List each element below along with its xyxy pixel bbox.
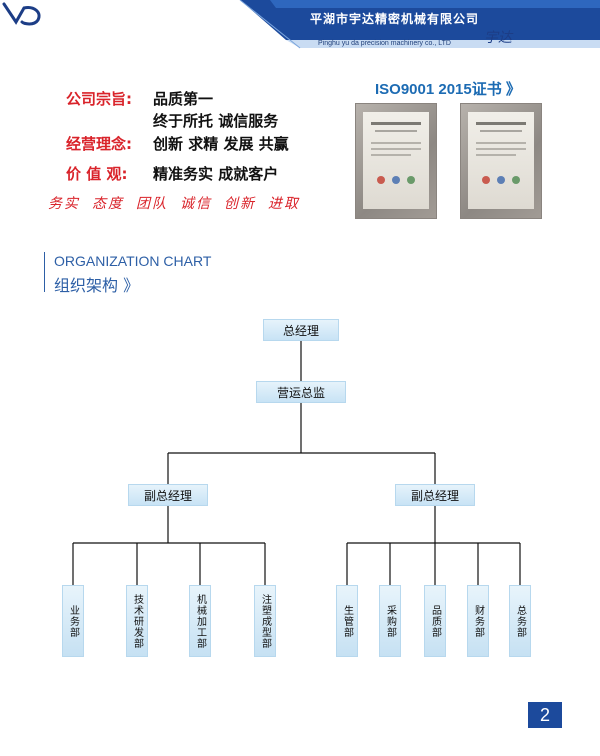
iso-certificate-cn [355, 103, 437, 219]
org-node-vp-left: 副总经理 [128, 484, 208, 506]
section-title-en: ORGANIZATION CHART [54, 253, 212, 269]
idea-value: 创新 求精 发展 共赢 [153, 135, 289, 153]
dept-label: 注塑成型部 [259, 593, 271, 649]
org-node-vp-right: 副总经理 [395, 484, 475, 506]
company-name-en: Pinghu yu da precision machinery co., LT… [318, 40, 451, 47]
purpose-label: 公司宗旨: [66, 90, 132, 108]
banner-graphic [239, 0, 600, 49]
page-number: 2 [528, 702, 562, 728]
company-logo-icon [2, 2, 41, 26]
org-dept-sales: 业务部 [62, 585, 84, 657]
section-title-cn: 组织架构 》 [54, 276, 140, 295]
purpose-line2: 终于所托 诚信服务 [153, 112, 279, 130]
org-dept-purchasing: 采购部 [379, 585, 401, 657]
value-label: 价 值 观: [66, 165, 128, 183]
org-dept-machining: 机械加工部 [189, 585, 211, 657]
org-node-coo: 营运总监 [256, 381, 346, 403]
slogan-word: 态度 [92, 196, 124, 212]
dept-label: 总务部 [514, 604, 526, 638]
dept-label: 机械加工部 [194, 593, 206, 649]
org-dept-production: 生管部 [336, 585, 358, 657]
org-dept-molding: 注塑成型部 [254, 585, 276, 657]
dept-label: 技术研发部 [131, 593, 143, 649]
header-banner: 平湖市宇达精密机械有限公司 Pinghu yu da precision mac… [0, 0, 600, 64]
dept-label: 生管部 [341, 604, 353, 638]
org-dept-general-affairs: 总务部 [509, 585, 531, 657]
certificate-paper [363, 112, 429, 209]
slogan-word: 创新 [224, 196, 256, 212]
slogan-word: 进取 [268, 196, 300, 212]
org-dept-finance: 财务部 [467, 585, 489, 657]
logo-text: 宇达 [484, 30, 512, 46]
iso-title: ISO9001 2015证书 》 [375, 81, 521, 98]
purpose-line1: 品质第一 [153, 90, 214, 108]
slogan-word: 务实 [48, 196, 80, 212]
org-dept-quality: 品质部 [424, 585, 446, 657]
dept-label: 采购部 [384, 604, 396, 638]
iso-certificate-en [460, 103, 542, 219]
dept-label: 财务部 [472, 604, 484, 638]
slogan-word: 团队 [136, 196, 168, 212]
idea-label: 经营理念: [66, 135, 132, 153]
value-value: 精准务实 成就客户 [153, 165, 279, 183]
slogan-line: 务实态度团队诚信创新进取 [48, 193, 312, 213]
certificate-paper [468, 112, 534, 209]
dept-label: 品质部 [429, 604, 441, 638]
slogan-word: 诚信 [180, 196, 212, 212]
dept-label: 业务部 [67, 604, 79, 638]
org-dept-rnd: 技术研发部 [126, 585, 148, 657]
section-divider [44, 252, 45, 292]
org-node-ceo: 总经理 [263, 319, 339, 341]
company-name-cn: 平湖市宇达精密机械有限公司 [310, 12, 480, 26]
